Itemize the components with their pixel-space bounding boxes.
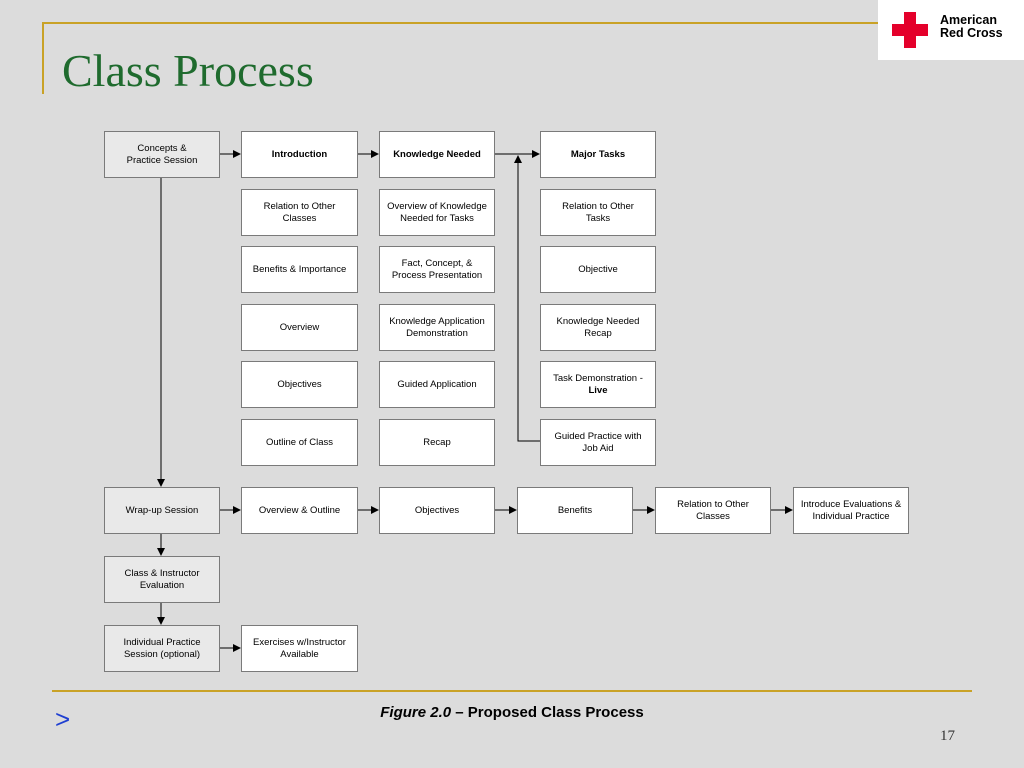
figure-title: – Proposed Class Process: [451, 704, 644, 721]
mt-task-demo-node: Task Demonstration - Live: [540, 361, 656, 408]
major-tasks-node: Major Tasks: [540, 131, 656, 178]
wu-introduce-evaluations-node: Introduce Evaluations & Individual Pract…: [793, 487, 909, 534]
title-accent-bar: [42, 22, 44, 94]
mt-relation-node: Relation to Other Tasks: [540, 189, 656, 236]
kn-application-demo-node: Knowledge Application Demonstration: [379, 304, 495, 351]
kn-guided-application-node: Guided Application: [379, 361, 495, 408]
page-title: Class Process: [62, 45, 314, 96]
footer-rule: [52, 690, 972, 692]
mt-task-demo-label: Task Demonstration -: [553, 372, 643, 384]
red-cross-icon: [892, 12, 928, 48]
kn-overview-node: Overview of Knowledge Needed for Tasks: [379, 189, 495, 236]
individual-practice-node: Individual Practice Session (optional): [104, 625, 220, 672]
figure-caption: Figure 2.0 – Proposed Class Process: [0, 704, 1024, 721]
wu-overview-outline-node: Overview & Outline: [241, 487, 358, 534]
intro-outline-node: Outline of Class: [241, 419, 358, 466]
title-accent-rule: [42, 22, 882, 24]
page-number: 17: [940, 728, 955, 744]
figure-label: Figure 2.0: [380, 704, 452, 721]
wu-objectives-node: Objectives: [379, 487, 495, 534]
intro-benefits-node: Benefits & Importance: [241, 246, 358, 293]
introduction-node: Introduction: [241, 131, 358, 178]
intro-overview-node: Overview: [241, 304, 358, 351]
wu-benefits-node: Benefits: [517, 487, 633, 534]
knowledge-needed-node: Knowledge Needed: [379, 131, 495, 178]
exercises-node: Exercises w/Instructor Available: [241, 625, 358, 672]
mt-task-demo-live-label: Live: [588, 384, 608, 396]
evaluation-node: Class & Instructor Evaluation: [104, 556, 220, 603]
wrapup-session-node: Wrap-up Session: [104, 487, 220, 534]
intro-relation-node: Relation to Other Classes: [241, 189, 358, 236]
kn-recap-node: Recap: [379, 419, 495, 466]
mt-objective-node: Objective: [540, 246, 656, 293]
logo-wordmark: American Red Cross: [940, 13, 1003, 40]
concepts-practice-node: Concepts & Practice Session: [104, 131, 220, 178]
mt-knowledge-recap-node: Knowledge Needed Recap: [540, 304, 656, 351]
kn-fact-node: Fact, Concept, & Process Presentation: [379, 246, 495, 293]
next-arrow-icon[interactable]: >: [55, 704, 71, 734]
mt-guided-practice-node: Guided Practice with Job Aid: [540, 419, 656, 466]
wu-relation-node: Relation to Other Classes: [655, 487, 771, 534]
intro-objectives-node: Objectives: [241, 361, 358, 408]
